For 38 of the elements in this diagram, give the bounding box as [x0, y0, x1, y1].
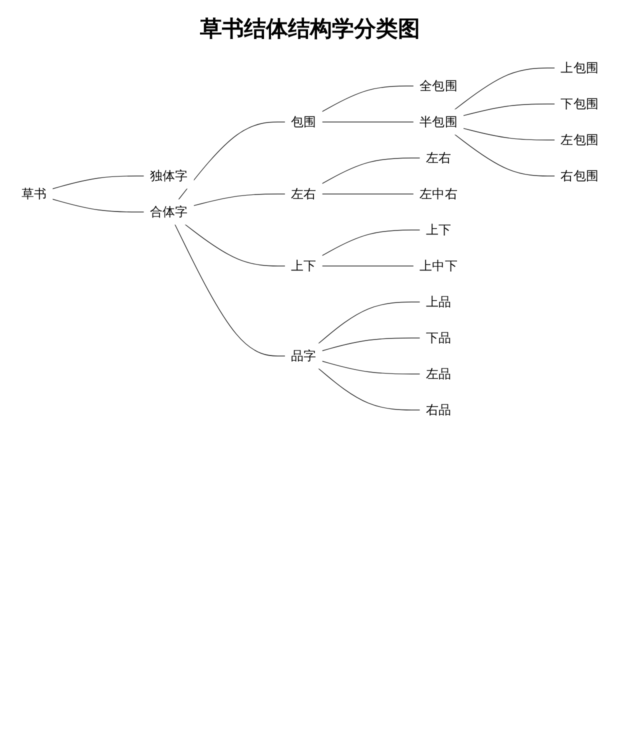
connector — [462, 104, 556, 116]
node-text: 品字 — [290, 348, 316, 364]
node-text: 合体字 — [150, 204, 188, 220]
connector — [322, 158, 420, 184]
connector — [193, 194, 286, 206]
connector — [318, 368, 420, 410]
node-text: 草书 — [21, 186, 47, 202]
connector — [462, 128, 556, 140]
connector — [454, 134, 556, 176]
node-text: 包围 — [290, 114, 316, 130]
connector — [184, 224, 286, 266]
node-text: 左品 — [426, 366, 452, 382]
connector — [318, 302, 420, 344]
node-text: 左右 — [426, 150, 452, 166]
node-text: 上品 — [426, 294, 452, 310]
node-text: 下包围 — [560, 96, 599, 112]
node-text: 左中右 — [419, 186, 458, 202]
node-text: 左包围 — [560, 132, 599, 148]
node-text: 左右 — [290, 186, 316, 202]
node-text: 上中下 — [419, 258, 458, 274]
connector — [52, 198, 144, 212]
connector — [174, 224, 286, 356]
connector — [454, 68, 556, 110]
node-text: 半包围 — [419, 114, 458, 130]
connector — [322, 360, 420, 374]
node-text: 上包围 — [560, 60, 599, 76]
node-text: 上下 — [290, 258, 316, 274]
connector — [178, 122, 286, 200]
connector — [322, 230, 420, 256]
connector — [52, 176, 144, 190]
diagram-title: 草书结体结构学分类图 — [199, 16, 421, 44]
connector — [322, 338, 420, 352]
connector — [322, 86, 414, 112]
node-text: 全包围 — [419, 78, 458, 94]
node-text: 右品 — [426, 402, 452, 418]
node-text: 上下 — [426, 222, 452, 238]
node-text: 下品 — [426, 330, 452, 346]
node-text: 右包围 — [560, 168, 599, 184]
